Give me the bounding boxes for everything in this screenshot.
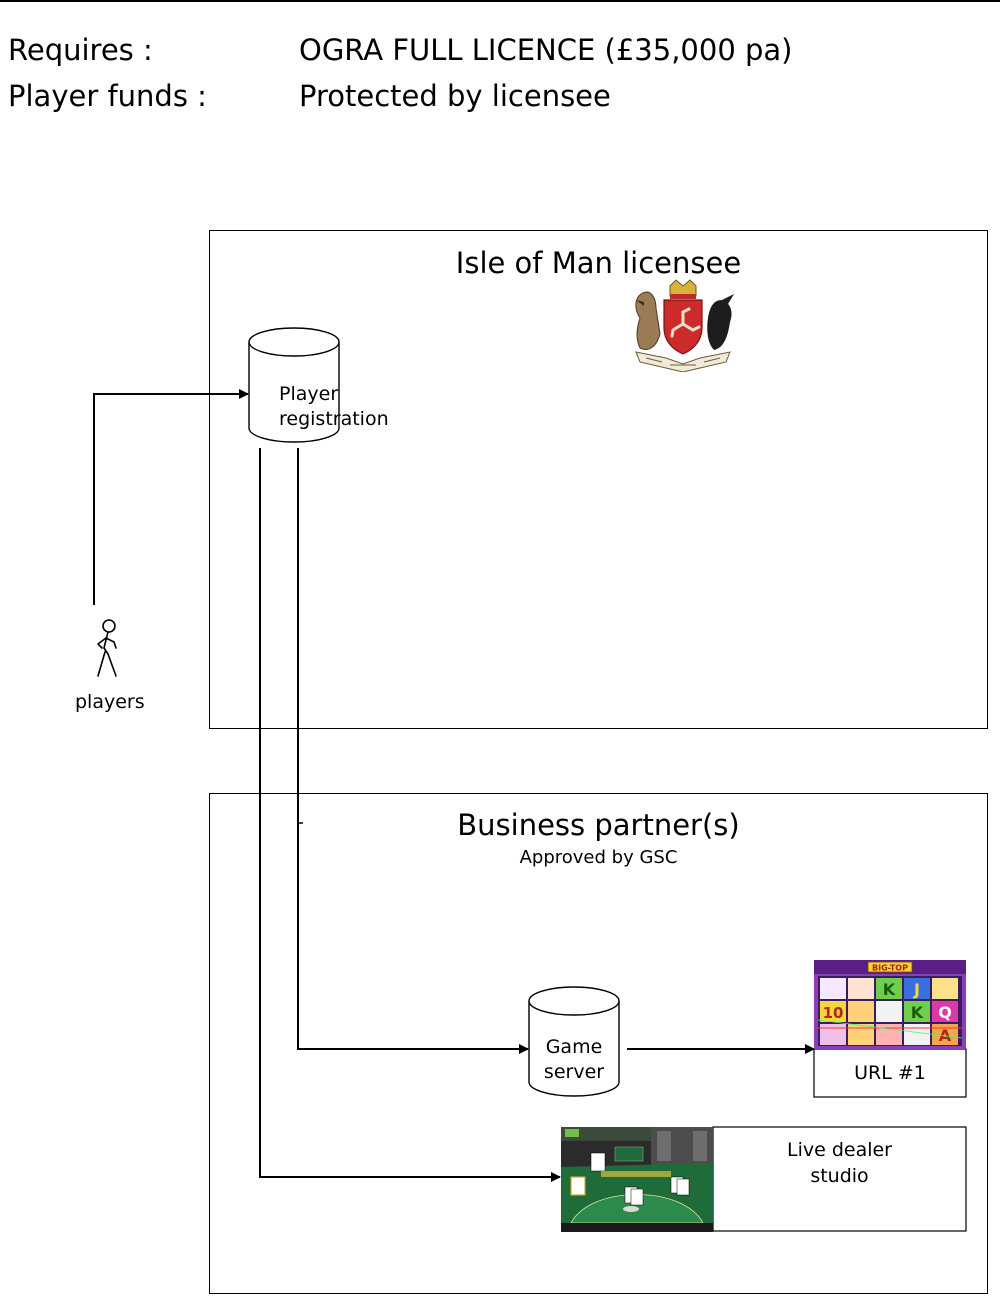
licensee-box-title: Isle of Man licensee: [455, 246, 742, 280]
registration-to-game-server-arrow: [297, 448, 529, 1054]
isle-of-man-coat-of-arms-icon: [635, 279, 734, 372]
player-funds-value: Protected by licensee: [299, 79, 611, 113]
blackjack-table-screenshot: [561, 1127, 713, 1232]
player-registration-label-line2: registration: [279, 408, 389, 430]
game-server-label-line1: Game: [545, 1036, 603, 1058]
live-dealer-box: [712, 1126, 967, 1232]
game-server-label-line2: server: [543, 1061, 605, 1083]
slot-banner-text: BIG-TOP: [872, 964, 908, 973]
game-server-database-icon: [528, 986, 620, 1097]
url-label: URL #1: [854, 1062, 926, 1084]
requires-label: Requires :: [8, 33, 153, 67]
svg-text:Q: Q: [938, 1003, 952, 1022]
players-to-registration-arrow: [93, 389, 249, 605]
top-rule: [0, 0, 1000, 2]
licensee-box: Isle of Man licensee: [209, 230, 988, 729]
player-registration-database-icon: [248, 327, 340, 443]
requires-value: OGRA FULL LICENCE (£35,000 pa): [299, 33, 793, 67]
svg-text:A: A: [939, 1026, 952, 1045]
stick-figure-player-icon: [97, 619, 117, 677]
player-funds-label: Player funds :: [8, 79, 207, 113]
svg-text:K: K: [911, 1003, 924, 1022]
player-registration-label-line1: Player: [279, 383, 339, 405]
partner-box-subtitle: Approved by GSC: [519, 847, 678, 868]
registration-to-live-dealer-arrow: [259, 448, 561, 1182]
svg-text:J: J: [913, 980, 920, 999]
partner-box: Business partner(s) Approved by GSC: [209, 793, 988, 1294]
url-box: [813, 1048, 967, 1098]
live-dealer-label-line1: Live dealer: [786, 1139, 892, 1161]
svg-text:K: K: [883, 980, 896, 999]
partner-box-title: Business partner(s): [457, 808, 740, 842]
live-dealer-label-line2: studio: [810, 1165, 869, 1187]
svg-text:10: 10: [823, 1004, 844, 1022]
slot-machine-screenshot: BIG-TOP K J 10 K Q A: [814, 960, 966, 1049]
players-label: players: [75, 691, 145, 713]
